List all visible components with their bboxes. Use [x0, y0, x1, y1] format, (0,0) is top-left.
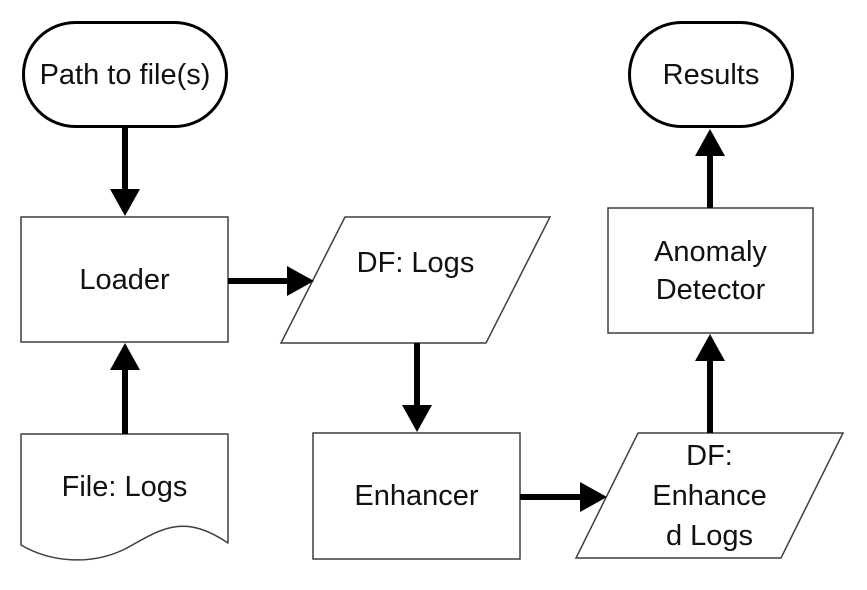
arrow-file-logs-to-loader	[110, 343, 140, 434]
data-df-logs	[279, 216, 552, 344]
process-loader	[20, 216, 229, 343]
terminator-path-to-files	[22, 21, 228, 128]
terminator-results	[628, 21, 794, 128]
data-df-enhanced-logs	[574, 432, 845, 559]
arrow-df-enhanced-to-anomaly-detector	[695, 334, 725, 433]
process-anomaly-detector	[607, 207, 814, 334]
document-file-logs	[20, 433, 229, 561]
arrow-anomaly-detector-to-results	[695, 129, 725, 208]
arrow-enhancer-to-df-enhanced	[520, 482, 607, 512]
process-enhancer	[312, 432, 521, 560]
arrow-path-to-files-to-loader	[110, 128, 140, 216]
arrow-df-logs-to-enhancer	[402, 343, 432, 432]
arrow-loader-to-df-logs	[228, 266, 314, 296]
